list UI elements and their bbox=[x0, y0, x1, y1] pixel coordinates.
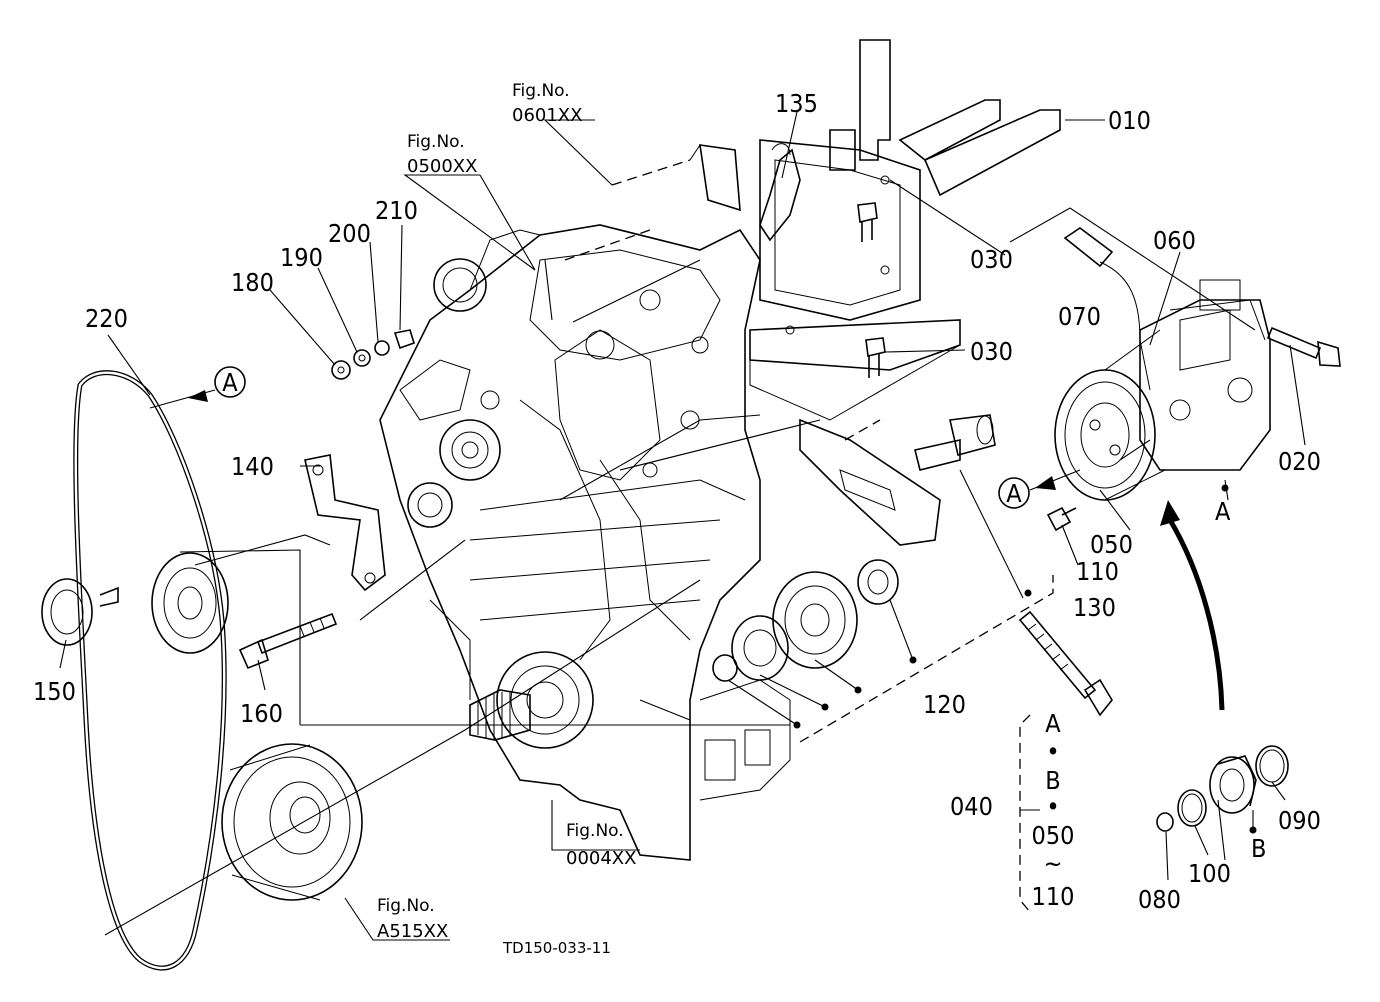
bracket-140 bbox=[304, 454, 386, 592]
dashed-links bbox=[564, 159, 1054, 743]
assembly-040-item: B bbox=[1045, 766, 1060, 795]
assembly-040-label: 040 bbox=[950, 792, 993, 821]
label-090: 090 bbox=[1278, 806, 1321, 835]
label-190: 190 bbox=[280, 243, 323, 272]
figure-ref-0500xx: Fig.No. 0500XX bbox=[407, 132, 477, 177]
figure-ref-title: Fig.No. bbox=[407, 132, 465, 152]
label-080: 080 bbox=[1138, 885, 1181, 914]
idler-pulley-120 bbox=[712, 559, 899, 682]
sensor-070 bbox=[1063, 227, 1151, 391]
drawing-code: TD150-033-11 bbox=[502, 939, 611, 957]
view-marker-a-compressor: A bbox=[1006, 479, 1022, 508]
compressor-bracket bbox=[689, 39, 1061, 546]
bolt-160 bbox=[238, 612, 338, 670]
label-180: 180 bbox=[231, 268, 274, 297]
label-060: 060 bbox=[1153, 226, 1196, 255]
label-020: 020 bbox=[1278, 447, 1321, 476]
label-210: 210 bbox=[375, 196, 418, 225]
figure-ref-number: A515XX bbox=[377, 921, 448, 942]
tension-bolt-130 bbox=[1018, 610, 1113, 717]
point-marker-a: A bbox=[1215, 497, 1231, 526]
figure-ref-number: 0500XX bbox=[407, 156, 477, 177]
assembly-040-item: ~ bbox=[1044, 849, 1063, 878]
figure-ref-0004xx: Fig.No. 0004XX bbox=[566, 821, 636, 869]
view-marker-a-belt: A bbox=[222, 368, 238, 397]
label-220: 220 bbox=[85, 304, 128, 333]
assembly-040-bracket bbox=[1019, 714, 1031, 913]
assembly-040-item: • bbox=[1046, 737, 1059, 766]
bolt-030-lower bbox=[865, 337, 886, 378]
label-030-lower: 030 bbox=[970, 337, 1013, 366]
washer-stack bbox=[331, 329, 415, 380]
clutch-parts bbox=[1156, 745, 1289, 832]
label-130: 130 bbox=[1073, 593, 1116, 622]
assembly-040: 040 A • B • 050 ~ 110 bbox=[950, 709, 1074, 911]
pivot-bolt bbox=[914, 414, 996, 471]
label-160: 160 bbox=[240, 699, 283, 728]
figure-ref-a515xx: Fig.No. A515XX bbox=[377, 896, 448, 942]
assembly-040-item: • bbox=[1046, 792, 1059, 821]
assembly-dots bbox=[793, 484, 1257, 834]
bolt-110 bbox=[1046, 506, 1077, 532]
label-200: 200 bbox=[328, 219, 371, 248]
figure-ref-title: Fig.No. bbox=[377, 896, 435, 916]
assembly-040-item: A bbox=[1045, 709, 1061, 738]
label-150: 150 bbox=[33, 677, 76, 706]
label-070: 070 bbox=[1058, 302, 1101, 331]
figure-ref-0601xx: Fig.No. 0601XX bbox=[512, 81, 582, 126]
crank-pulley bbox=[221, 743, 363, 901]
label-030-upper: 030 bbox=[970, 245, 1013, 274]
idler-150 bbox=[41, 578, 119, 646]
view-arrow-a-compressor: A bbox=[998, 469, 1081, 509]
assembly-040-item: 050 bbox=[1032, 821, 1075, 850]
point-marker-b: B bbox=[1251, 834, 1266, 863]
figure-ref-number: 0601XX bbox=[512, 105, 582, 126]
label-110: 110 bbox=[1076, 557, 1119, 586]
label-100: 100 bbox=[1188, 859, 1231, 888]
label-010: 010 bbox=[1108, 106, 1151, 135]
figure-ref-number: 0004XX bbox=[566, 848, 636, 869]
assembly-040-item: 110 bbox=[1032, 882, 1075, 911]
leader-lines bbox=[59, 111, 1306, 941]
part-labels: 010 020 030 030 050 060 070 080 090 100 … bbox=[33, 89, 1321, 914]
bolt-030-upper bbox=[857, 202, 878, 242]
label-120: 120 bbox=[923, 690, 966, 719]
label-050: 050 bbox=[1090, 530, 1133, 559]
tensioner-pulley bbox=[151, 552, 229, 654]
ac-compressor bbox=[1054, 279, 1271, 501]
view-arrow-a-belt: A bbox=[149, 366, 246, 409]
v-belt-220 bbox=[73, 370, 227, 971]
engine-block bbox=[379, 224, 791, 861]
clip-135 bbox=[759, 143, 801, 242]
figure-ref-title: Fig.No. bbox=[566, 821, 624, 841]
label-135: 135 bbox=[775, 89, 818, 118]
label-140: 140 bbox=[231, 452, 274, 481]
assembly-arrow bbox=[1160, 500, 1225, 711]
bolt-020 bbox=[1266, 326, 1341, 367]
figure-ref-title: Fig.No. bbox=[512, 81, 570, 101]
